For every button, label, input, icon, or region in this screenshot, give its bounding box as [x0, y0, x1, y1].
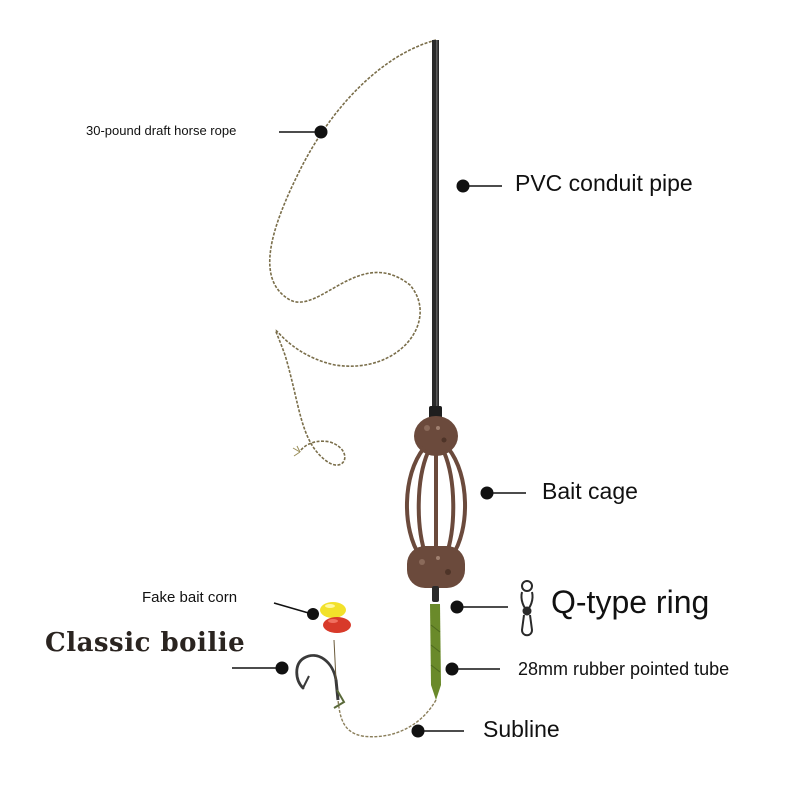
label-pvc-pipe: PVC conduit pipe: [515, 170, 693, 196]
leader-dots: [275, 125, 494, 738]
cage-bars: [405, 446, 467, 558]
label-bait-cage: Bait cage: [542, 478, 638, 504]
corn-red: [323, 617, 351, 633]
rope: [269, 39, 437, 466]
cage-swivel: [432, 586, 439, 602]
pvc-pipe: [432, 40, 439, 410]
leader-lines: [232, 131, 526, 732]
hook: [295, 639, 346, 709]
bait-cage: [405, 416, 467, 602]
label-classic-boilie: Classic boilie: [45, 628, 246, 658]
rope-frayed-end: [292, 445, 301, 457]
pipe-highlight: [436, 40, 438, 410]
fake-bait-corn: [320, 602, 351, 633]
label-subline: Subline: [483, 716, 560, 742]
cage-bottom-weight: [407, 546, 465, 588]
subline: [337, 699, 437, 738]
label-rubber-tube: 28mm rubber pointed tube: [518, 659, 730, 679]
label-rope: 30-pound draft horse rope: [86, 123, 237, 138]
label-fake-bait-corn: Fake bait corn: [142, 589, 238, 606]
q-type-ring: [520, 580, 534, 637]
label-q-type-ring: Q-type ring: [551, 584, 710, 620]
rubber-tube: [430, 604, 441, 700]
